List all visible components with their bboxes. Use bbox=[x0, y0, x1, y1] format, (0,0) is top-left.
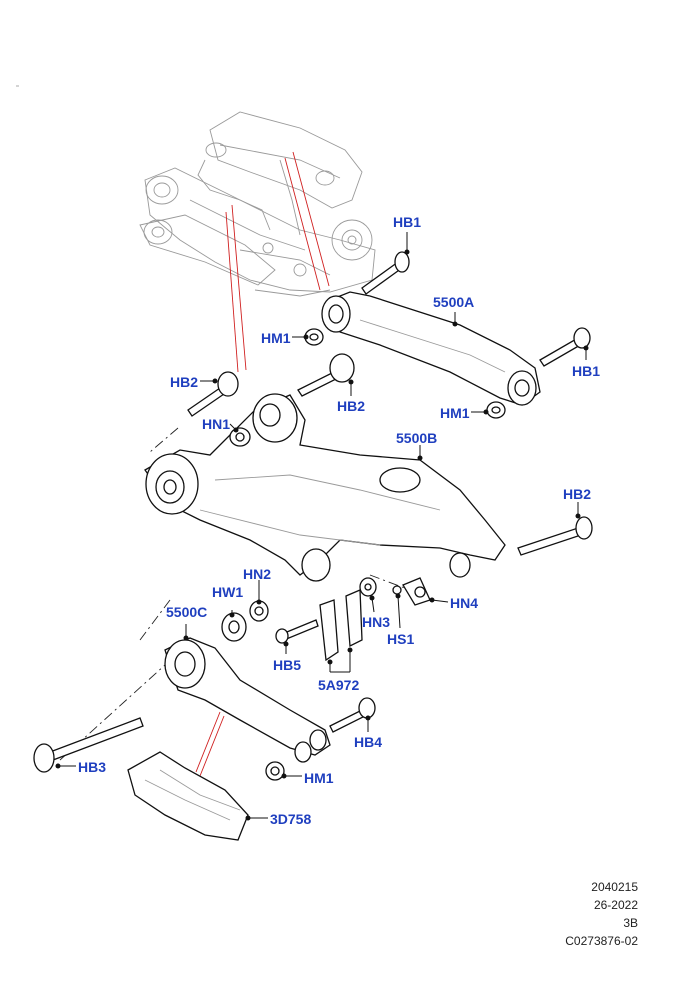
callout-hb5: HB5 bbox=[273, 657, 302, 673]
washer-hw1 bbox=[221, 612, 247, 642]
callout-hb1-top: HB1 bbox=[393, 214, 422, 230]
callout-hb2-mid: HB2 bbox=[337, 398, 366, 414]
callout-hb4: HB4 bbox=[354, 734, 383, 750]
callout-hn1: HN1 bbox=[202, 416, 231, 432]
nut-hn1 bbox=[229, 427, 251, 447]
footer-ref-3: 3B bbox=[623, 916, 638, 930]
callout-5500a: 5500A bbox=[433, 294, 475, 310]
callout-3d758: 3D758 bbox=[270, 811, 312, 827]
nut-hm1-right bbox=[486, 401, 506, 419]
bolt-hb2-right bbox=[517, 516, 593, 556]
bolt-hb2-mid bbox=[297, 353, 355, 397]
lower-link-5500c bbox=[164, 637, 331, 763]
lower-arm-5500b bbox=[144, 393, 506, 582]
bolt-hb5 bbox=[275, 619, 319, 644]
nut-hn3 bbox=[359, 577, 377, 597]
nut-hn4 bbox=[402, 577, 431, 606]
footer-ref-1: 2040215 bbox=[591, 880, 638, 894]
bolt-hb3 bbox=[33, 717, 144, 773]
callout-hn3: HN3 bbox=[362, 614, 391, 630]
callout-hn4: HN4 bbox=[450, 595, 479, 611]
callout-hm1-bottom: HM1 bbox=[304, 770, 334, 786]
nut-hm1-bottom bbox=[265, 761, 285, 781]
red-reference-lines bbox=[195, 151, 330, 777]
footer-ref-2: 26-2022 bbox=[593, 898, 638, 912]
bolt-hb2-left bbox=[187, 371, 239, 417]
bolt-hb1-top bbox=[361, 251, 410, 295]
callout-5500c: 5500C bbox=[166, 604, 208, 620]
footer-ref-4: C0273876-02 bbox=[565, 934, 638, 948]
callout-hb2-right: HB2 bbox=[563, 486, 592, 502]
callout-5a972: 5A972 bbox=[318, 677, 360, 693]
screw-hs1 bbox=[392, 585, 402, 595]
callout-hb3: HB3 bbox=[78, 759, 107, 775]
callout-hn2: HN2 bbox=[243, 566, 272, 582]
callout-hw1: HW1 bbox=[212, 584, 244, 600]
callout-hb1-right: HB1 bbox=[572, 363, 601, 379]
callout-hs1: HS1 bbox=[387, 631, 415, 647]
cover-3d758 bbox=[127, 751, 249, 841]
callout-hb2-left: HB2 bbox=[170, 374, 199, 390]
callout-hm1-right: HM1 bbox=[440, 405, 470, 421]
bolt-hb1-right bbox=[539, 327, 591, 367]
callout-leaders bbox=[55, 232, 589, 821]
bolt-hb4 bbox=[329, 697, 376, 733]
callout-5500b: 5500B bbox=[396, 430, 438, 446]
upper-arm-5500a bbox=[321, 291, 541, 406]
bracket-5a972 bbox=[319, 589, 363, 662]
callout-hm1-left: HM1 bbox=[261, 330, 291, 346]
ghost-suspension-assembly bbox=[139, 111, 376, 297]
